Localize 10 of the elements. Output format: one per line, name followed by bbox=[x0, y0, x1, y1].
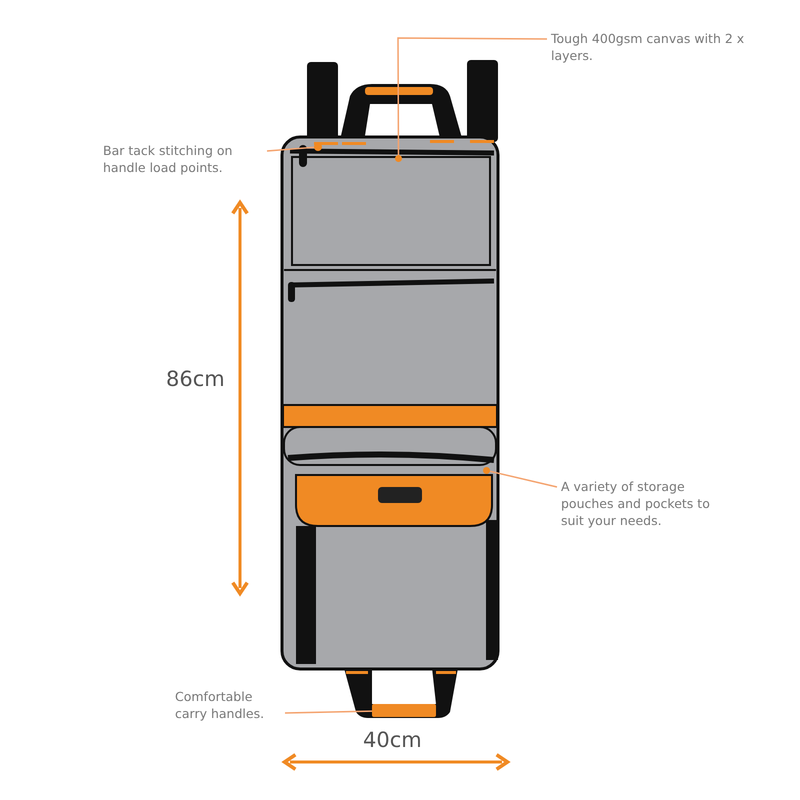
leader-line bbox=[490, 470, 558, 488]
callout-text: Bar tack stitching on handle load points. bbox=[103, 142, 263, 176]
callout-text: Tough 400gsm canvas with 2 x layers. bbox=[551, 30, 751, 64]
leader-line bbox=[284, 710, 372, 714]
callout-text: A variety of storage pouches and pockets to suit your needs. bbox=[561, 478, 731, 529]
leader-line bbox=[397, 37, 547, 155]
callout-text: Comfortable carry handles. bbox=[175, 688, 285, 722]
dimension-label: 40cm bbox=[363, 728, 422, 752]
handle-grip bbox=[372, 704, 436, 717]
dimension-label: 86cm bbox=[166, 367, 225, 391]
